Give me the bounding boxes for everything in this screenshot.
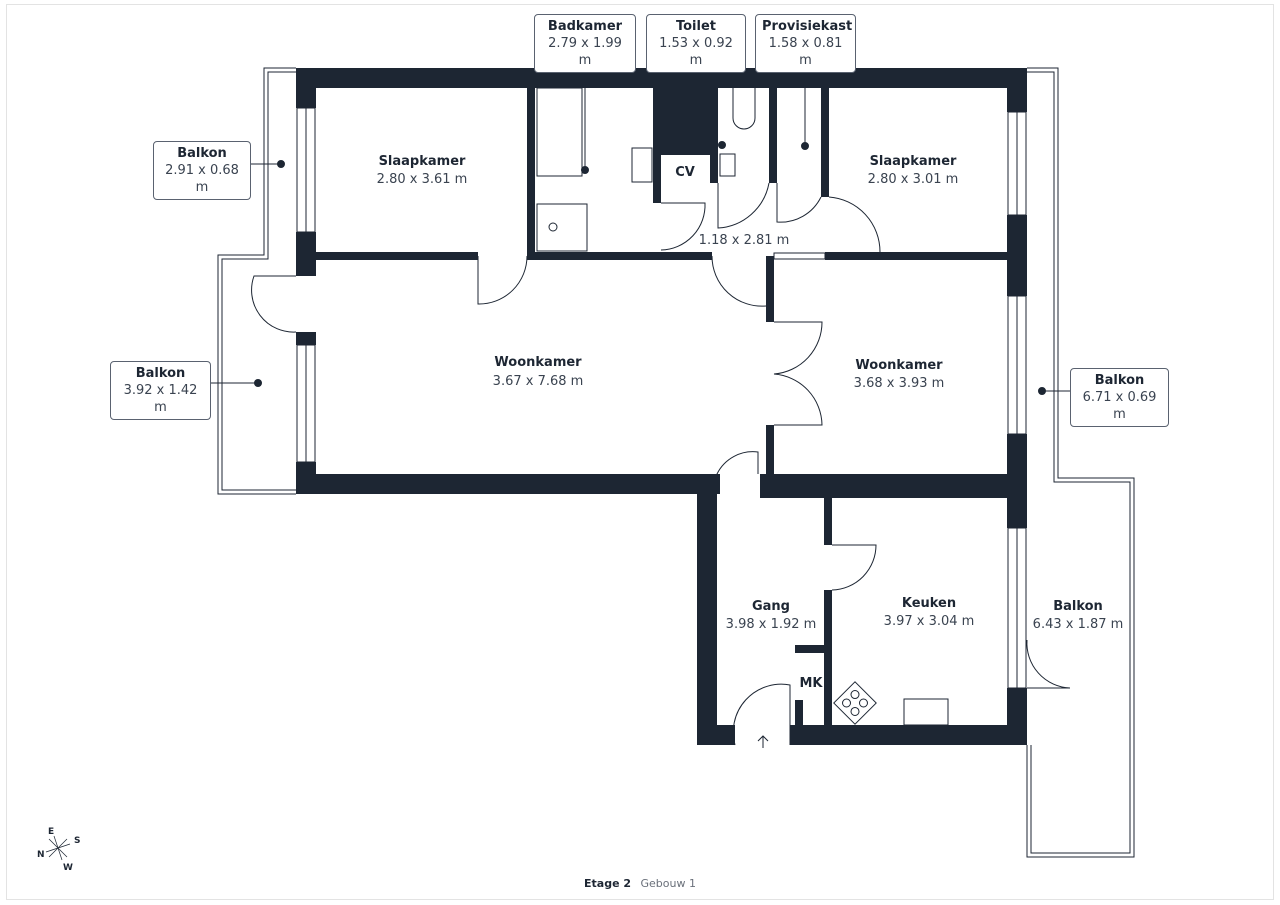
page-frame bbox=[6, 4, 1274, 900]
callout-name: Provisiekast bbox=[762, 19, 853, 34]
compass-w: W bbox=[63, 863, 73, 873]
callout-name: Balkon bbox=[135, 366, 186, 381]
room-dims-balkon: 6.43 x 1.87 m bbox=[1033, 617, 1124, 632]
kitchen-sink bbox=[903, 698, 949, 726]
toilet-bowl bbox=[732, 88, 756, 130]
toilet-sink bbox=[719, 153, 736, 177]
room-dims-hal: 1.18 x 2.81 m bbox=[699, 233, 790, 248]
callout-name: Badkamer bbox=[547, 19, 623, 34]
room-dims-slaapkamer-2: 2.80 x 3.01 m bbox=[868, 172, 959, 187]
shower bbox=[536, 203, 588, 252]
callout-balkon-1: Balkon 2.91 x 0.68 m bbox=[153, 141, 251, 200]
callout-toilet: Toilet 1.53 x 0.92 m bbox=[646, 14, 746, 73]
room-dims-keuken: 3.97 x 3.04 m bbox=[884, 614, 975, 629]
compass-e: E bbox=[48, 827, 54, 837]
room-dims-gang: 3.98 x 1.92 m bbox=[726, 617, 817, 632]
sink bbox=[631, 147, 653, 183]
callout-balkon-2: Balkon 3.92 x 1.42 m bbox=[110, 361, 211, 420]
room-name-woonkamer-1: Woonkamer bbox=[494, 355, 582, 370]
room-name-mk: MK bbox=[799, 676, 823, 691]
compass-s: S bbox=[74, 836, 80, 846]
callout-badkamer: Badkamer 2.79 x 1.99 m bbox=[534, 14, 636, 73]
room-name-gang: Gang bbox=[752, 599, 790, 614]
room-dims-woonkamer-1: 3.67 x 7.68 m bbox=[493, 374, 584, 389]
floor-label: Etage 2 bbox=[584, 877, 632, 890]
room-name-slaapkamer-1: Slaapkamer bbox=[379, 154, 466, 169]
compass-n: N bbox=[37, 850, 45, 860]
callout-dims: 1.53 x 0.92 m bbox=[659, 36, 733, 68]
fixtures bbox=[536, 87, 949, 726]
callout-balkon-3: Balkon 6.71 x 0.69 m bbox=[1070, 368, 1169, 427]
balcony-outlines bbox=[217, 67, 1135, 858]
windows bbox=[296, 107, 1027, 689]
room-name-slaapkamer-2: Slaapkamer bbox=[870, 154, 957, 169]
bathtub bbox=[536, 87, 583, 177]
room-name-balkon: Balkon bbox=[1053, 599, 1103, 614]
building-label: Gebouw 1 bbox=[640, 877, 696, 890]
footer: Etage 2 Gebouw 1 bbox=[0, 877, 1280, 890]
stove bbox=[833, 681, 877, 725]
room-dims-woonkamer-2: 3.68 x 3.93 m bbox=[854, 376, 945, 391]
callout-provisiekast: Provisiekast 1.58 x 0.81 m bbox=[755, 14, 856, 73]
callout-dims: 2.79 x 1.99 m bbox=[548, 36, 622, 68]
callout-name: Toilet bbox=[675, 19, 716, 34]
compass-icon: N E S W bbox=[37, 827, 80, 873]
callout-name: Balkon bbox=[177, 146, 227, 161]
leader-lines bbox=[211, 55, 1070, 395]
room-name-woonkamer-2: Woonkamer bbox=[855, 358, 943, 373]
room-dims-slaapkamer-1: 2.80 x 3.61 m bbox=[377, 172, 468, 187]
callout-name: Balkon bbox=[1094, 373, 1145, 388]
room-name-keuken: Keuken bbox=[902, 596, 956, 611]
doors bbox=[251, 182, 1071, 748]
callout-dims: 2.91 x 0.68 m bbox=[165, 163, 239, 195]
callout-dims: 1.58 x 0.81 m bbox=[768, 36, 843, 68]
walls bbox=[296, 68, 1027, 745]
callout-dims: 3.92 x 1.42 m bbox=[123, 383, 198, 415]
room-name-cv: CV bbox=[675, 165, 695, 180]
callout-dims: 6.71 x 0.69 m bbox=[1082, 390, 1157, 422]
